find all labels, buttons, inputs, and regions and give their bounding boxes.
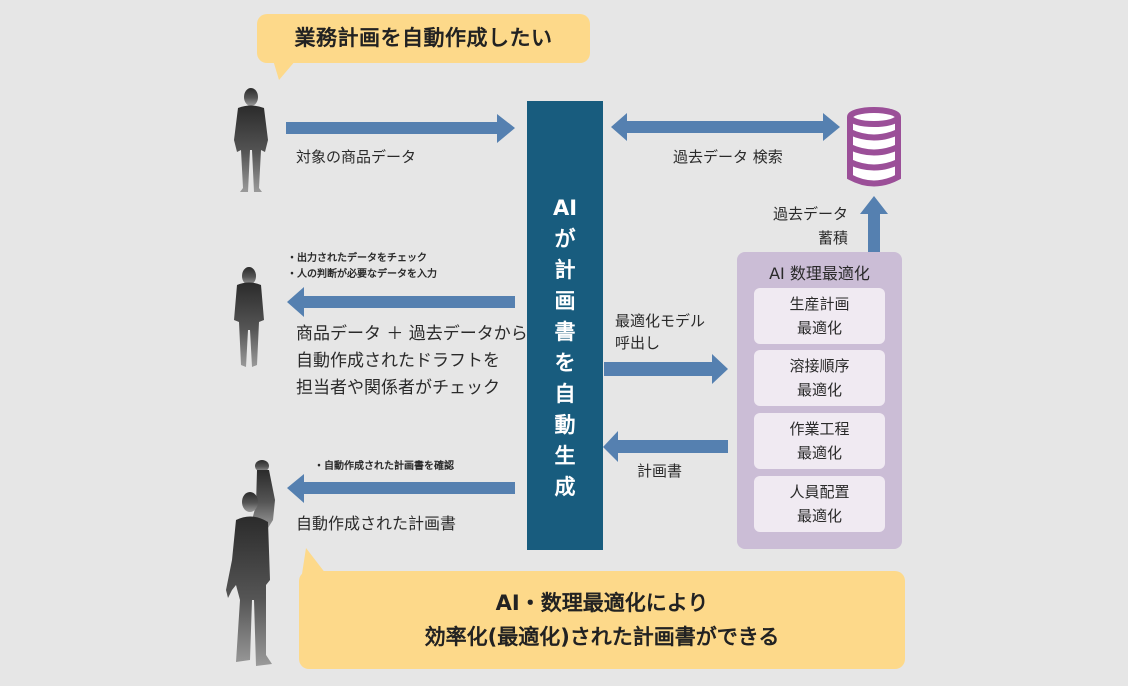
- draft-check-notes: ・出力されたデータをチェック ・人の判断が必要なデータを入力: [287, 251, 437, 283]
- store-label-line2: 蓄積: [817, 229, 848, 247]
- person-bottom-icon: [226, 460, 275, 666]
- ai-plan-generation-bar: AI が 計 画 書 を 自 動 生 成: [527, 101, 603, 550]
- card-line2: 最適化: [796, 319, 842, 337]
- ai-bar-char: が: [554, 227, 576, 251]
- arrow-ai-database-search: [611, 113, 840, 141]
- person-top-icon: [234, 88, 268, 192]
- store-past-data-label: 過去データ 蓄積: [760, 202, 848, 250]
- input-data-label: 対象の商品データ: [296, 148, 417, 166]
- database-icon: [847, 107, 901, 187]
- card-line2: 最適化: [796, 381, 842, 399]
- ai-bar-text: AI が 計 画 書 を 自 動 生 成: [527, 193, 603, 503]
- optimization-card-welding-order: 溶接順序 最適化: [754, 350, 885, 406]
- ai-bar-char: AI: [552, 196, 578, 220]
- top-bubble-text: 業務計画を自動作成したい: [294, 26, 553, 50]
- draft-text-line: 商品データ ＋ 過去データから: [296, 324, 528, 344]
- ai-bar-char: 動: [554, 413, 576, 437]
- card-line1: 溶接順序: [789, 357, 850, 375]
- arrow-ai-to-final: [287, 474, 515, 503]
- arrow-ai-to-draft-check: [287, 287, 515, 317]
- final-check-note: ・自動作成された計画書を確認: [314, 461, 454, 472]
- ai-bar-char: 計: [554, 258, 576, 282]
- bottom-speech-bubble: AI・数理最適化により 効率化(最適化)された計画書ができる: [299, 571, 905, 669]
- bottom-bubble-line2: 効率化(最適化)された計画書ができる: [424, 625, 780, 649]
- bottom-bubble-line1: AI・数理最適化により: [495, 591, 709, 615]
- return-plan-label: 計画書: [637, 462, 683, 480]
- optimization-panel-title: AI 数理最適化: [769, 264, 870, 283]
- final-plan-label: 自動作成された計画書: [296, 514, 457, 533]
- person-middle-icon: [234, 267, 264, 367]
- arrow-input-to-ai: [286, 114, 515, 143]
- call-optimization-model-label: 最適化モデル 呼出し: [615, 310, 705, 354]
- bottom-bubble-tail: [302, 548, 326, 574]
- draft-text-line: 担当者や関係者がチェック: [296, 378, 500, 398]
- call-label-line1: 最適化モデル: [615, 312, 706, 330]
- ai-bar-char: 自: [554, 382, 576, 406]
- optimization-card-production-plan: 生産計画 最適化: [754, 288, 885, 344]
- draft-text-line: 自動作成されたドラフトを: [296, 351, 500, 371]
- ai-bar-char: 生: [554, 444, 576, 468]
- ai-bar-char: 成: [554, 475, 576, 499]
- optimization-card-staff-assignment: 人員配置 最適化: [754, 476, 885, 532]
- top-speech-bubble: 業務計画を自動作成したい: [257, 14, 590, 63]
- arrow-call-optimization: [604, 354, 728, 384]
- ai-bar-char: 画: [554, 289, 576, 313]
- draft-note-item: ・人の判断が必要なデータを入力: [287, 269, 437, 280]
- call-label-line2: 呼出し: [615, 334, 661, 352]
- ai-bar-char: を: [554, 351, 576, 375]
- search-past-data-label: 過去データ 検索: [673, 148, 783, 166]
- card-line1: 人員配置: [789, 483, 850, 501]
- arrow-return-plan: [603, 431, 728, 462]
- ai-bar-char: 書: [554, 320, 576, 344]
- arrow-store-to-database: [860, 196, 888, 252]
- draft-note-item: ・出力されたデータをチェック: [287, 253, 427, 264]
- card-line2: 最適化: [796, 444, 842, 462]
- optimization-card-work-process: 作業工程 最適化: [754, 413, 885, 469]
- card-line1: 生産計画: [789, 295, 850, 313]
- draft-check-description: 商品データ ＋ 過去データから 自動作成されたドラフトを 担当者や関係者がチェッ…: [296, 321, 528, 402]
- top-bubble-tail: [273, 60, 296, 80]
- store-label-line1: 過去データ: [772, 205, 848, 223]
- card-line1: 作業工程: [789, 420, 850, 438]
- card-line2: 最適化: [796, 507, 842, 525]
- ai-optimization-panel: AI 数理最適化 生産計画 最適化 溶接順序 最適化 作業工程 最適化 人員配置…: [737, 252, 902, 549]
